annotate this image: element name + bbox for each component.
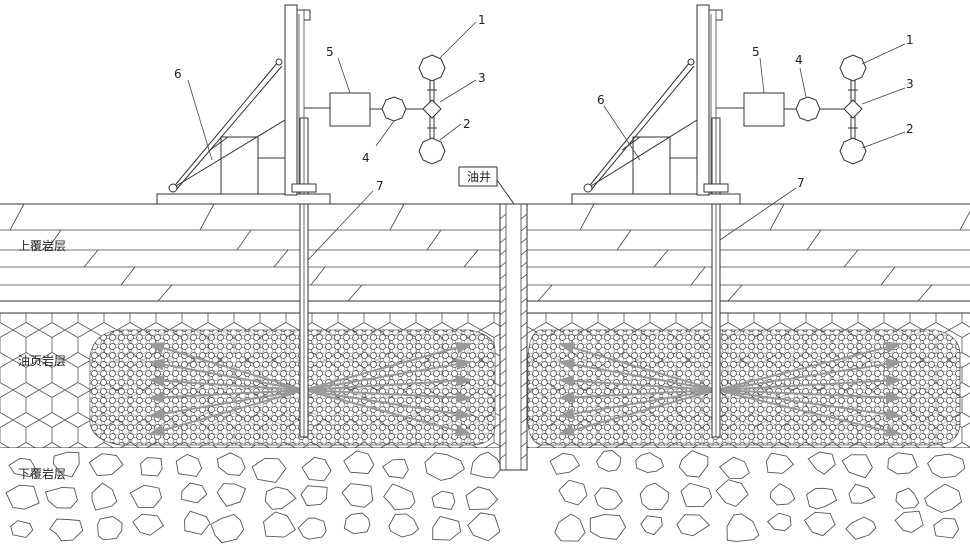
callout-7-left: 7 bbox=[376, 179, 384, 193]
callout-2-right: 2 bbox=[906, 122, 914, 136]
callout-5-right: 5 bbox=[752, 45, 760, 59]
component-1-tank bbox=[419, 55, 445, 81]
callout-6-right: 6 bbox=[597, 93, 605, 107]
callout-1-right: 1 bbox=[906, 33, 914, 47]
oil-shale-layer bbox=[0, 313, 970, 448]
oil-well-label: 油井 bbox=[467, 170, 491, 184]
lower-rock-layer bbox=[0, 448, 970, 551]
component-5-box bbox=[330, 93, 370, 126]
callout-3-left: 3 bbox=[478, 71, 486, 85]
callout-7-right: 7 bbox=[797, 176, 805, 190]
upper-layer-label: 上覆岩层 bbox=[18, 238, 66, 253]
callout-4-right: 4 bbox=[795, 53, 803, 67]
callout-1-left: 1 bbox=[478, 13, 486, 27]
callout-2-left: 2 bbox=[463, 117, 471, 131]
upper-rock-layer bbox=[0, 204, 970, 301]
callout-5-left: 5 bbox=[326, 45, 334, 59]
lower-layer-label: 下覆岩层 bbox=[18, 466, 66, 481]
callout-3-right: 3 bbox=[906, 77, 914, 91]
callout-6-left: 6 bbox=[174, 67, 182, 81]
callout-4-left: 4 bbox=[362, 151, 370, 165]
shale-layer-label: 油页岩层 bbox=[18, 353, 66, 368]
component-4-pump bbox=[382, 97, 406, 121]
component-2-tank bbox=[419, 138, 445, 164]
